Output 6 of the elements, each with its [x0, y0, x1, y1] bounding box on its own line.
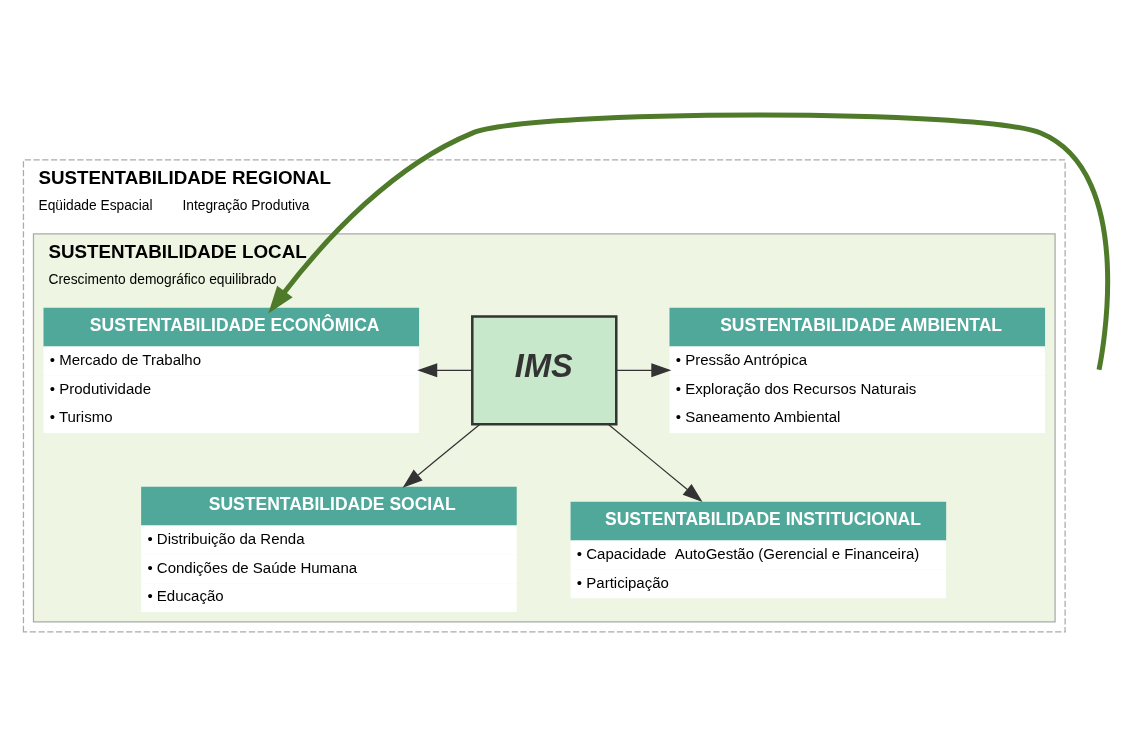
arrow	[615, 362, 672, 377]
arrow	[417, 362, 473, 377]
arrow	[268, 112, 1110, 370]
node-box: IMS	[471, 314, 618, 425]
arrow	[402, 423, 481, 488]
arrow	[607, 423, 703, 502]
